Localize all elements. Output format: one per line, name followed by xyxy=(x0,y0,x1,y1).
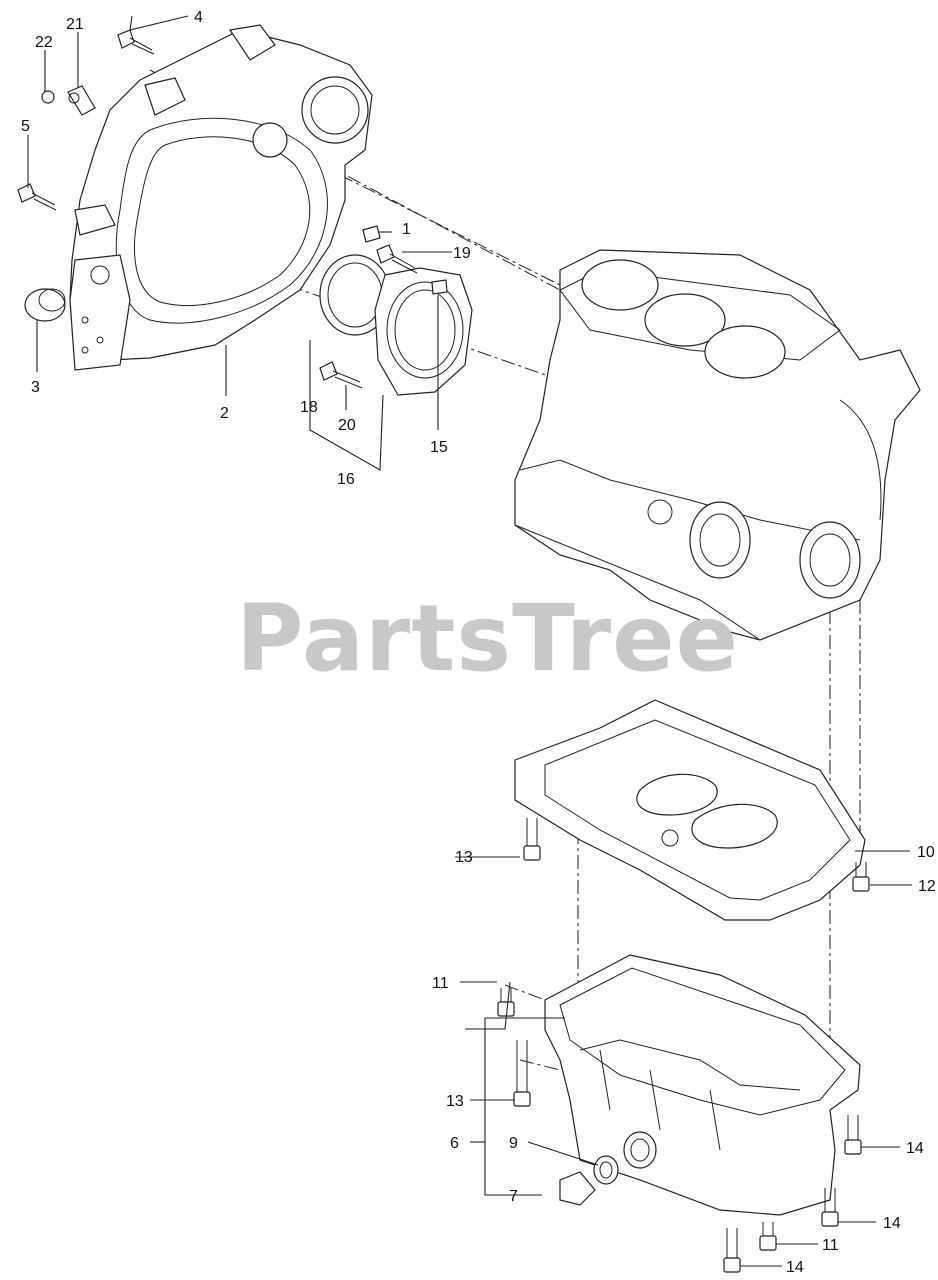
callout-11-upper: 11 xyxy=(432,975,449,992)
bolt-19[interactable] xyxy=(376,244,418,274)
bolt-14-bottom[interactable] xyxy=(723,1228,741,1273)
gasket-9[interactable] xyxy=(593,1155,619,1185)
partstree-watermark: PartsTree xyxy=(236,585,739,692)
callout-14-bottom: 14 xyxy=(786,1259,804,1276)
callout-18: 18 xyxy=(300,399,318,416)
callout-10: 10 xyxy=(917,844,935,861)
bolt-4[interactable] xyxy=(117,29,155,55)
cylinder-block[interactable] xyxy=(514,249,921,641)
seal-housing-16[interactable] xyxy=(374,267,473,396)
oil-pan-plate-10[interactable] xyxy=(514,699,866,921)
oil-pan-6[interactable] xyxy=(544,954,861,1216)
bolt-13-upper[interactable] xyxy=(523,818,541,861)
callout-6: 6 xyxy=(450,1135,459,1152)
callout-labels: 21 22 4 5 3 2 1 19 18 20 15 16 13 10 12 … xyxy=(21,9,936,1276)
callout-5: 5 xyxy=(21,118,30,135)
callout-19: 19 xyxy=(453,245,471,262)
callout-22: 22 xyxy=(35,34,53,51)
pin-15[interactable] xyxy=(431,279,448,295)
callout-15: 15 xyxy=(430,439,448,456)
bolt-14-right[interactable] xyxy=(844,1115,862,1155)
bolt-12[interactable] xyxy=(852,862,870,892)
callout-11-lower: 11 xyxy=(822,1237,839,1254)
callout-20: 20 xyxy=(338,417,356,434)
bolt-11-upper[interactable] xyxy=(497,988,515,1017)
bolt-20[interactable] xyxy=(319,361,363,389)
bolt-13-lower[interactable] xyxy=(513,1040,531,1107)
callout-1: 1 xyxy=(402,221,411,238)
callout-13-lower: 13 xyxy=(446,1093,464,1110)
drain-plug-7[interactable] xyxy=(559,1171,596,1206)
callout-13-upper: 13 xyxy=(455,849,473,866)
callout-21: 21 xyxy=(66,16,84,33)
callout-14-right: 14 xyxy=(906,1140,924,1157)
plug-cap[interactable] xyxy=(24,288,66,322)
callout-16: 16 xyxy=(337,471,355,488)
bolt-14-mid[interactable] xyxy=(821,1188,839,1227)
sensor-21[interactable] xyxy=(67,85,96,116)
leader-lines xyxy=(27,15,912,1267)
dowel-pin-1[interactable] xyxy=(362,225,381,243)
bolt-22[interactable] xyxy=(41,90,55,104)
callout-7: 7 xyxy=(509,1188,518,1205)
callout-3: 3 xyxy=(31,379,40,396)
bolt-5[interactable] xyxy=(17,183,57,211)
callout-4: 4 xyxy=(194,9,203,26)
callout-14-mid: 14 xyxy=(883,1215,901,1232)
callout-12: 12 xyxy=(918,878,936,895)
callout-9: 9 xyxy=(509,1135,518,1152)
callout-2: 2 xyxy=(220,405,229,422)
bolt-11-lower[interactable] xyxy=(759,1222,777,1251)
flywheel-housing[interactable] xyxy=(69,24,373,371)
